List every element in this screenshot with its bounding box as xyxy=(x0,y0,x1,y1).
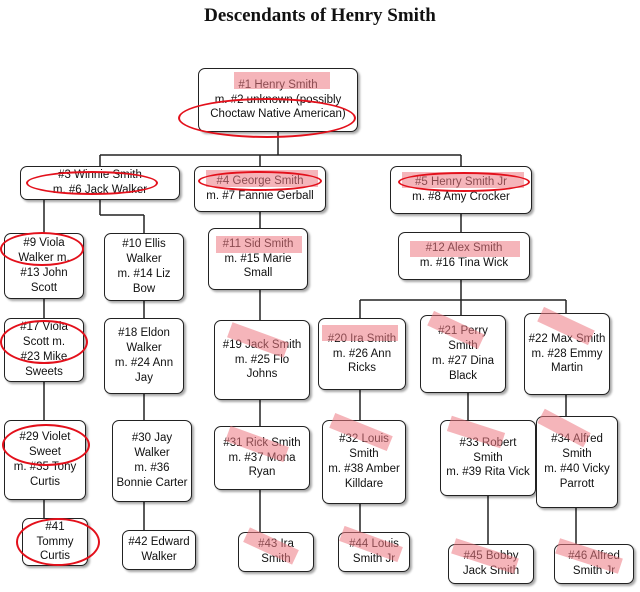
spouse-name: m. #39 Rita Vick xyxy=(446,466,530,479)
highlighter-mark xyxy=(322,325,398,341)
red-circle-mark xyxy=(0,320,88,364)
red-circle-mark xyxy=(178,98,356,138)
highlighter-mark xyxy=(216,236,302,253)
red-circle-mark xyxy=(0,232,84,266)
spouse-name: m. #14 Liz Bow xyxy=(117,268,171,295)
spouse-name: m. #27 Dina Black xyxy=(431,355,494,382)
spouse-name: m. #25 Flo Johns xyxy=(234,353,290,381)
spouse-name: m. #16 Tina Wick xyxy=(419,257,509,269)
spouse-name: m. #26 Ann Ricks xyxy=(332,347,392,375)
spouse-name: m. #15 Marie Small xyxy=(224,252,292,280)
spouse-name: m. #28 Emmy Martin xyxy=(531,347,603,375)
person-name: #10 Ellis Walker xyxy=(122,238,166,266)
red-circle-mark xyxy=(16,518,100,566)
highlighter-mark xyxy=(234,72,330,89)
person-name: #30 Jay Walker xyxy=(131,432,173,460)
spouse-name: m. #38 Amber Killdare xyxy=(328,463,400,490)
spouse-name: m. #40 Vicky Parrott xyxy=(544,463,610,490)
red-circle-mark xyxy=(26,171,158,195)
spouse-name: m. #8 Amy Crocker xyxy=(412,191,510,203)
person-name: #18 Eldon Walker xyxy=(118,327,170,355)
red-circle-mark xyxy=(398,172,530,192)
spouse-name: m. #7 Fannie Gerball xyxy=(206,190,314,202)
spouse-name: #13 John Scott xyxy=(20,267,68,294)
red-circle-mark xyxy=(198,171,322,191)
spouse-name: m. #37 Mona Ryan xyxy=(228,451,296,479)
spouse-name: m. #24 Ann Jay xyxy=(114,357,174,384)
person-box-42: #42 Edward Walker xyxy=(122,530,196,570)
highlighter-mark xyxy=(410,241,520,257)
red-circle-mark xyxy=(2,424,90,466)
person-name: #42 Edward Walker xyxy=(128,536,190,563)
spouse-name: m. #36 Bonnie Carter xyxy=(116,462,188,489)
page-title: Descendants of Henry Smith xyxy=(204,5,436,26)
